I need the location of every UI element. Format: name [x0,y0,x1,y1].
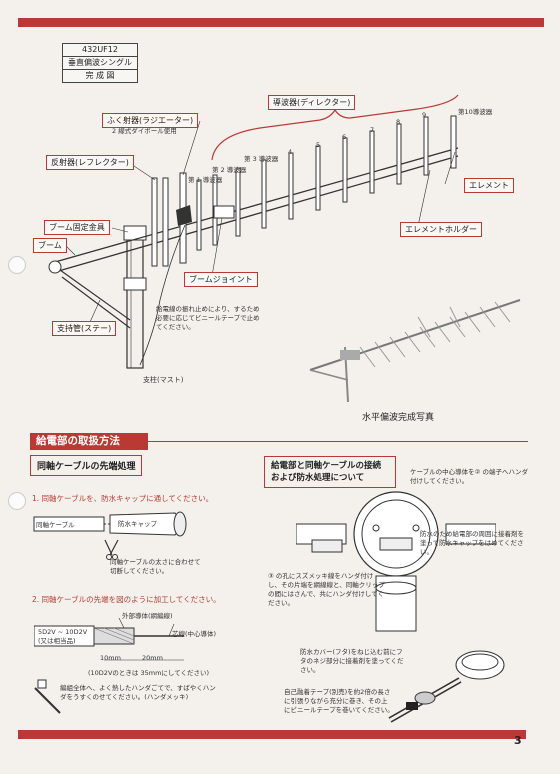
note-braid: ③ の孔にスズメッキ線をハンダ付けし、その片端を網線線と、同軸クリップの間にはさ… [268,572,385,607]
outer-conductor-label: 外部導体(網編線) [122,612,173,620]
label-dir10: 第10導波器 [458,108,493,116]
binder-hole-top [8,256,26,274]
label-radiator-note: 2 線式ダイポール使用 [112,127,177,135]
label-radiator: ふく射器(ラジエーター) [102,113,199,128]
model-diagram-label: 完 成 図 [85,71,115,80]
note-cover: 防水カバー(フタ)をねじ込む前にフタのネジ部分に接着剤を塗ってください。 [300,648,404,674]
label-dir5: 5 [316,141,321,149]
coax-cap-diagram [33,511,187,560]
label-dir6: 6 [342,133,347,141]
label-dir2: 第 2 導波器 [212,166,247,174]
label-dir7: 7 [370,126,375,134]
cable-type-label: 5D2V ~ 10D2V (又は相当品) [38,628,88,645]
coax-label: 同軸ケーブル [36,521,75,529]
photo-caption: 水平偏波完成写真 [362,413,435,423]
label-dir3: 第 3 導波器 [244,155,279,163]
label-stay: 支持管(ステー) [52,321,117,336]
feeder-note: 給電線の振れ止めにより、するため必要に応じてビニールテープで止めてください。 [156,305,260,331]
label-director: 導波器(ディレクター) [268,95,356,110]
antenna-assembly-diagram [48,94,459,369]
cut-note: 同軸ケーブルの太さに合わせて切断してください。 [110,558,201,575]
label-dir1: 第 1 導波器 [188,176,223,184]
left-subtitle: 同軸ケーブルの先端処理 [30,455,143,476]
note-waterproof: 防水のため給電部の周囲に接着剤を塗って防水キャップをはめてください。 [420,530,524,556]
label-boom-clamp: ブーム固定金具 [44,220,110,235]
horizontal-polarization-photo [309,299,521,403]
step2-text: 2. 同軸ケーブルの先端を図のように加工してください。 [32,595,221,604]
cap-label: 防水キャップ [118,520,157,528]
label-dir8: 8 [396,118,401,126]
cover-tape-diagram [388,650,505,723]
feed-box-diagram [296,491,496,632]
dim-10mm: 10mm [100,654,121,662]
label-mast: 支柱(マスト) [143,376,184,384]
note-core: ケーブルの中心導体を② の端子へハンダ付けしてください。 [410,468,529,485]
inner-conductor-label: 芯線(中心導体) [172,630,217,638]
solder-iron-diagram [34,679,61,714]
label-reflector: 反射器(レフレクター) [46,155,134,170]
right-subtitle: 給電部と同軸ケーブルの接続および防水処理について [264,456,396,488]
label-boom: ブーム [33,238,67,253]
bottom-accent-bar [18,730,526,739]
section-divider [148,441,528,442]
dim-20mm: 20mm [142,654,163,662]
model-number: 432UF12 [63,44,137,57]
solder-note: 編組全体へ、よく熱したハンダごてで、すばやくハンダをうすくのせてください。(ハン… [60,684,216,701]
coax-strip-diagram [34,617,184,661]
page-number: 3 [514,734,522,747]
binder-hole-bottom [8,492,26,510]
note-tape: 自己融着テープ(別売)を約2倍の長さに引張りながら充分に巻き、その上にビニールテ… [284,688,394,714]
step1-text: 1. 同軸ケーブルを、防水キャップに通してください。 [32,494,214,503]
label-element-holder: エレメントホルダー [400,222,482,237]
label-element: エレメント [464,178,514,193]
label-dir9: 9 [422,111,427,119]
model-polarization: 垂直偏波シングル [63,57,137,70]
label-dir4: 4 [288,148,293,156]
section-title-feed: 給電部の取扱方法 [30,433,148,450]
label-boom-joint: ブームジョイント [184,272,258,287]
dim-note: (10D2Vのときは 35mmにしてください) [88,669,210,677]
top-accent-bar [18,18,544,27]
model-title-box: 432UF12 垂直偏波シングル 完 成 図 [62,43,138,83]
